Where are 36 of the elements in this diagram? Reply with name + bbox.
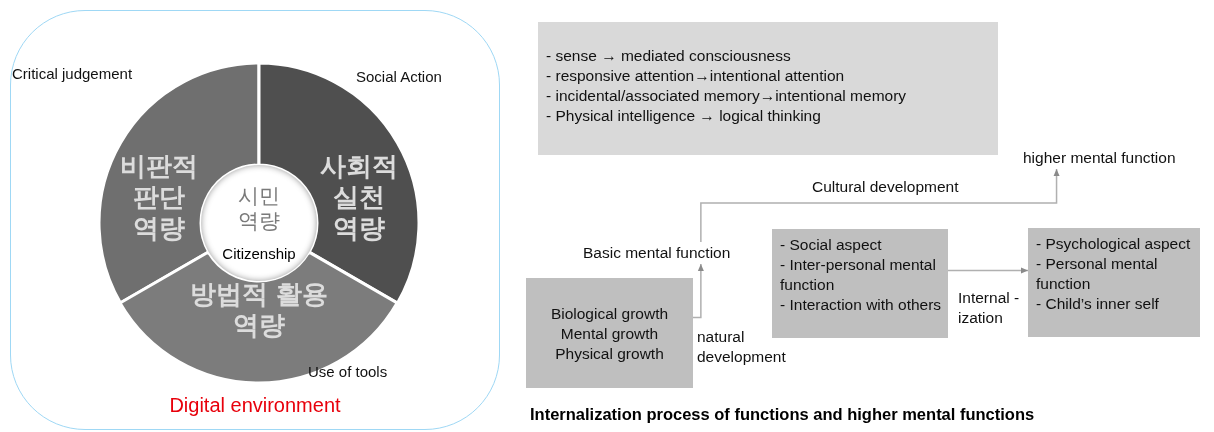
panel-frame bbox=[10, 10, 500, 430]
text-box bbox=[1028, 228, 1200, 337]
box-text: Physical growth bbox=[554, 344, 665, 364]
edge-label: Internal -ization bbox=[958, 288, 1020, 328]
box-text: - sense → mediated consciousness bbox=[546, 46, 792, 66]
box-text: - Inter-personal mental function bbox=[780, 255, 937, 295]
caption: Internalization process of functions and higher mental functions bbox=[530, 405, 1035, 424]
text-box bbox=[772, 229, 948, 338]
box-text: - Social aspect bbox=[780, 235, 883, 255]
segment-caption: Critical judgement bbox=[12, 65, 133, 82]
box-text: - incidental/associated memory→intentional memory bbox=[546, 86, 908, 106]
panel-title: Digital environment bbox=[168, 394, 342, 417]
text-box bbox=[538, 22, 998, 155]
segment-caption: Use of tools bbox=[308, 363, 388, 380]
edge-label: Cultural development bbox=[812, 177, 960, 197]
segment-label: 사회적 실천 역량 bbox=[319, 151, 399, 244]
box-text: - Psychological aspect bbox=[1036, 234, 1192, 254]
edge-label: natural development bbox=[697, 327, 787, 367]
arrow bbox=[700, 168, 1060, 243]
segment-caption: Social Action bbox=[356, 68, 442, 85]
text-box bbox=[526, 278, 693, 388]
box-text: - Personal mental function bbox=[1036, 254, 1159, 294]
segment-label: 비판적 판단 역량 bbox=[119, 151, 199, 244]
box-text: - Child’s inner self bbox=[1036, 294, 1160, 314]
box-text: Mental growth bbox=[559, 324, 660, 344]
box-text: - Physical intelligence → logical thinking bbox=[546, 106, 822, 126]
node-label: higher mental function bbox=[1023, 149, 1176, 167]
center-label: 시민 역량 bbox=[237, 183, 281, 233]
segment-label: 방법적 활용 역량 bbox=[189, 279, 329, 341]
box-text: - Interaction with others bbox=[780, 295, 942, 315]
box-text: - responsive attention→intentional attention bbox=[546, 66, 846, 86]
arrow bbox=[947, 267, 1029, 274]
node-label: Basic mental function bbox=[583, 244, 731, 262]
arrow bbox=[692, 263, 704, 319]
box-text: Biological growth bbox=[549, 304, 670, 324]
center-label: Citizenship bbox=[221, 245, 297, 262]
